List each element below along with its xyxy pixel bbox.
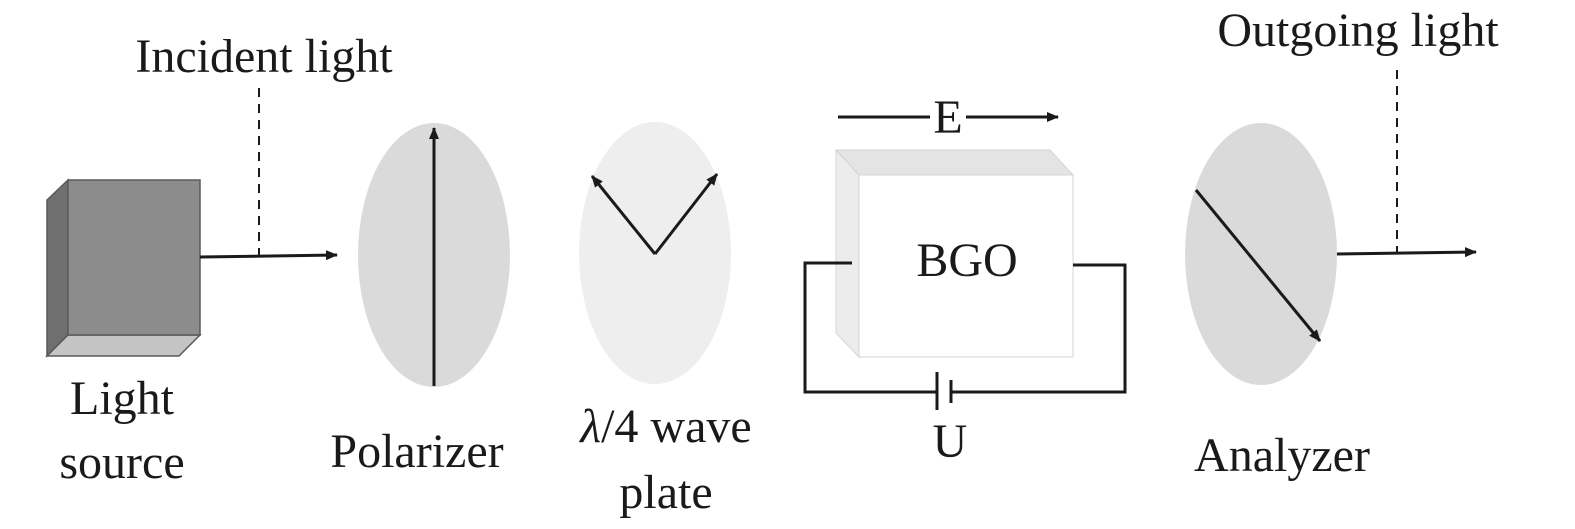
- circuit-wire-left: [803, 261, 937, 394]
- analyzer-label: Analyzer: [1194, 429, 1370, 482]
- polarizer-label: Polarizer: [330, 425, 503, 478]
- wave-plate-fast-axis-arrow: [653, 173, 719, 255]
- incident-light-label: Incident light: [135, 30, 393, 83]
- wave-plate-label-line2: plate: [619, 466, 712, 519]
- outgoing-beam-arrow: [1336, 247, 1477, 258]
- light-source-side-face: [46, 178, 69, 358]
- bgo-crystal: [834, 148, 1075, 359]
- analyzer-axis-arrow: [1194, 189, 1322, 342]
- wave-plate-slow-axis-arrow: [590, 175, 657, 255]
- wave-plate-label-line1: λ/4 wave: [578, 400, 751, 453]
- wave-plate-label-rest: /4 wave: [601, 400, 752, 453]
- analyzer-disk: [1185, 123, 1337, 385]
- bgo-label: BGO: [916, 234, 1017, 287]
- voltage-label: U: [933, 415, 968, 468]
- bgo-crystal-top-face: [834, 149, 1075, 176]
- light-source-bottom-face: [45, 334, 202, 357]
- field-label: E: [933, 91, 962, 144]
- lambda-symbol: λ: [578, 400, 601, 453]
- light-source-front-face: [67, 179, 201, 336]
- incident-beam-arrow: [199, 250, 338, 261]
- light-source-label-line2: source: [59, 436, 184, 489]
- light-source-label-line1: Light: [70, 372, 175, 425]
- bgo-crystal-side-face: [835, 148, 860, 359]
- circuit-wire-right: [951, 263, 1127, 394]
- outgoing-light-label: Outgoing light: [1217, 4, 1499, 57]
- bgo-crystal-front-face: [858, 174, 1074, 358]
- light-source: [45, 178, 202, 358]
